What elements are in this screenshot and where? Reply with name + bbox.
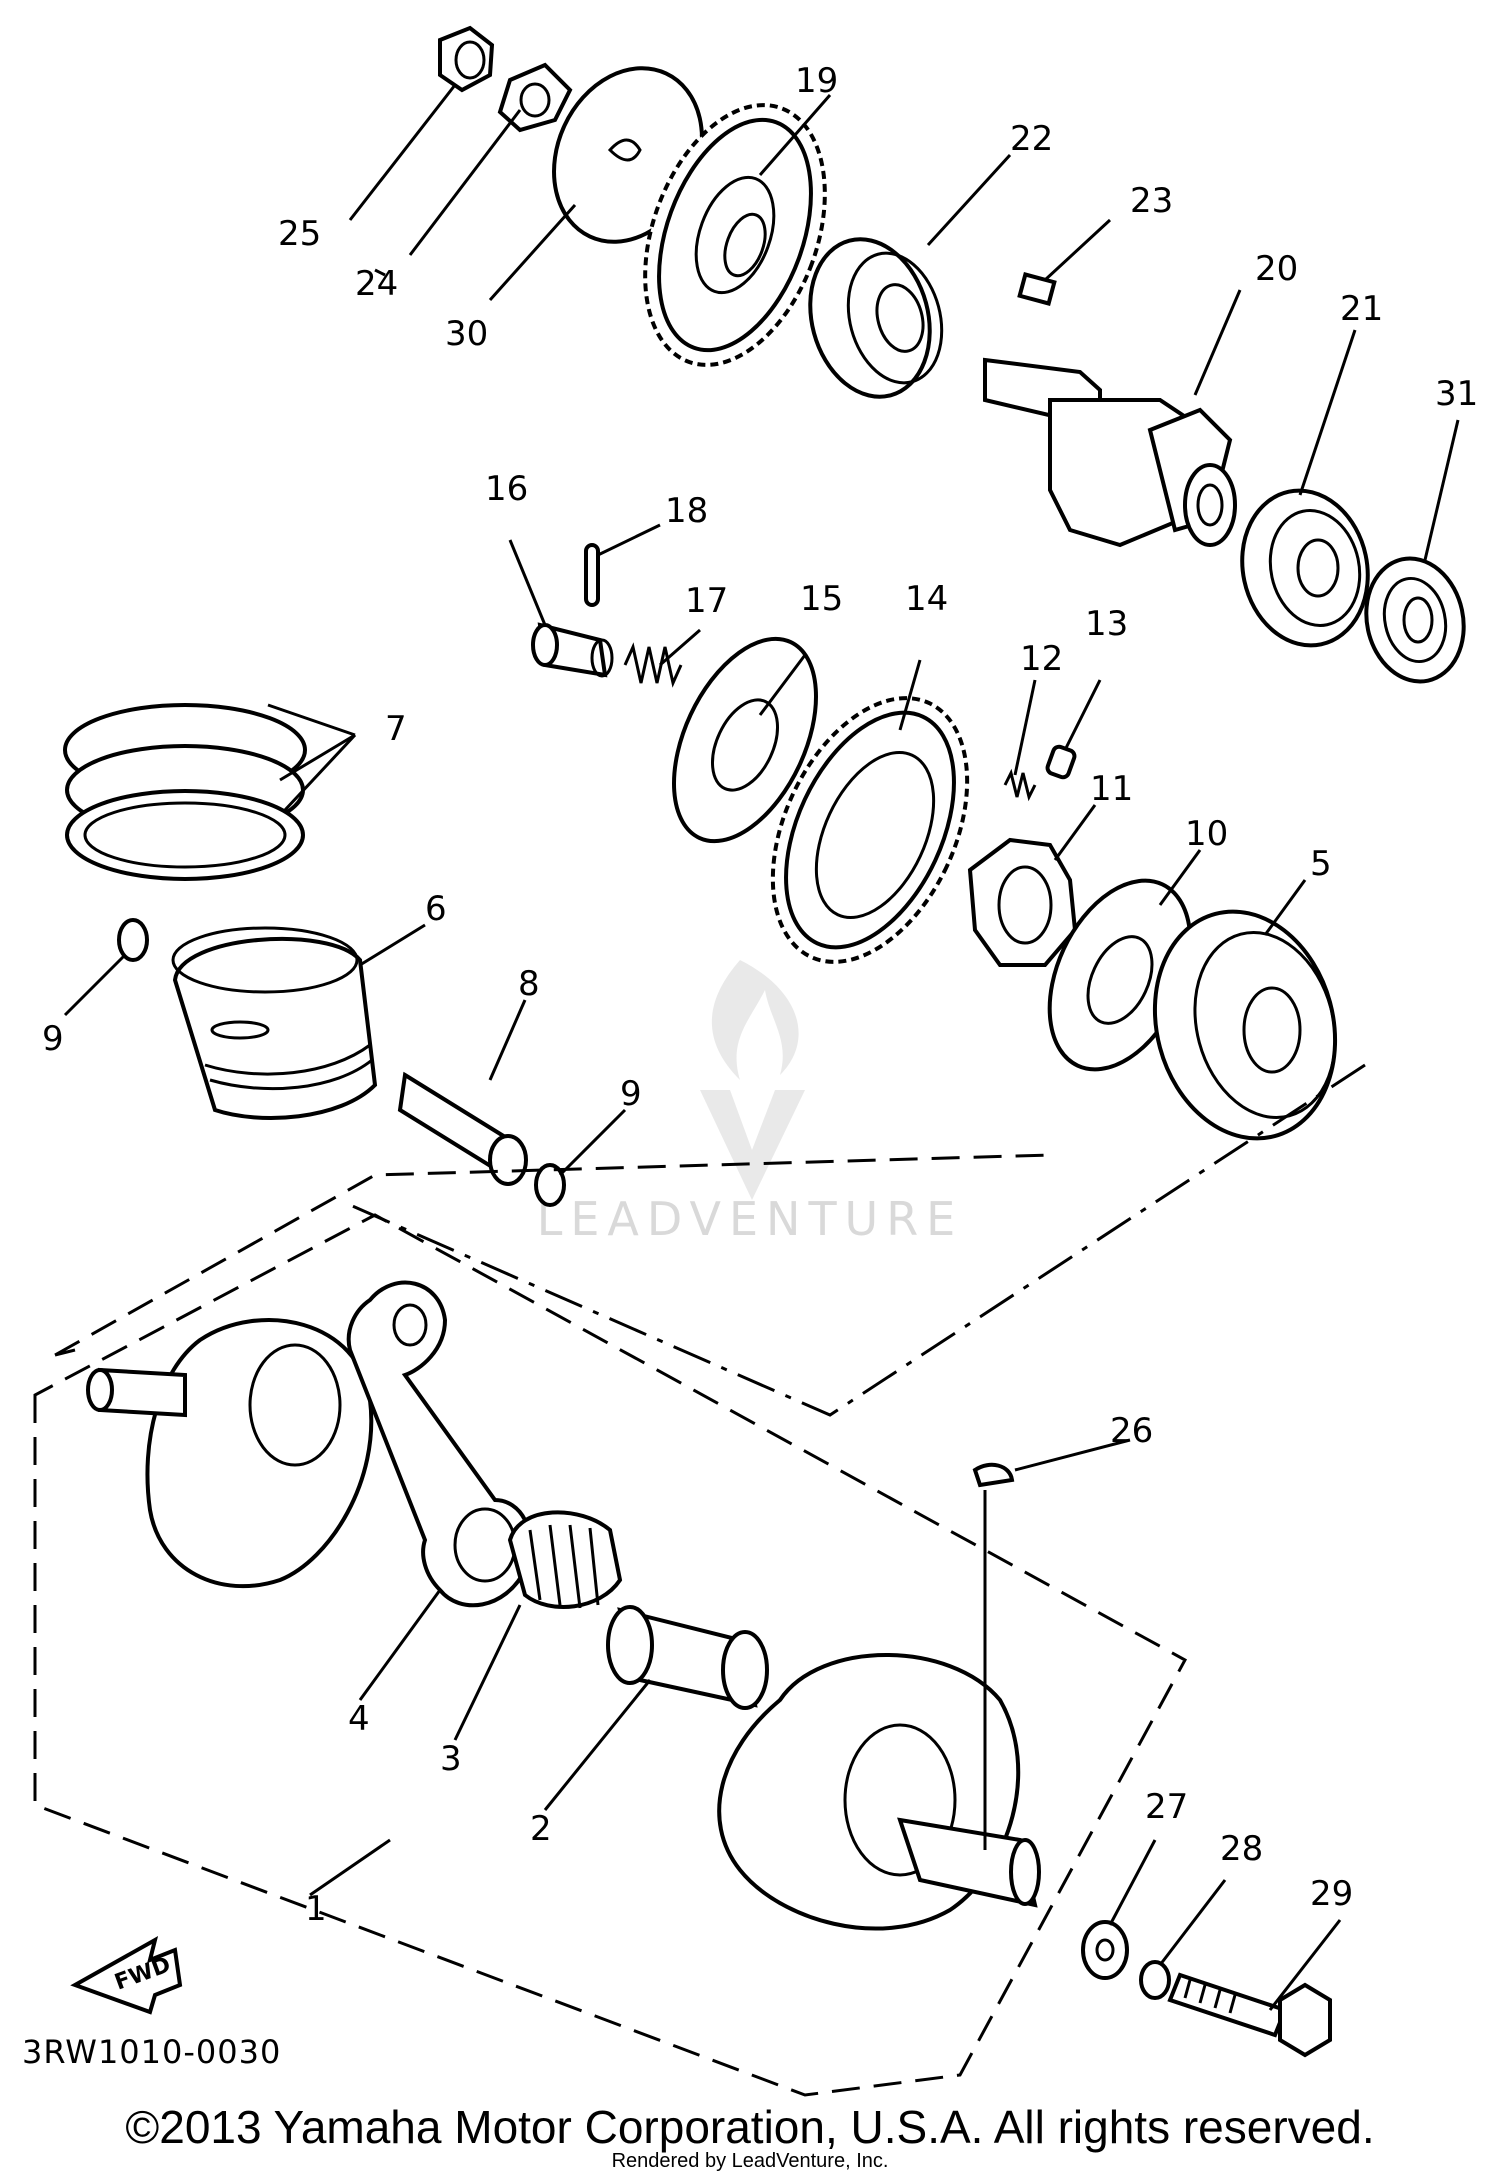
leader-lines [63, 84, 1460, 2011]
callout-9-right: 9 [620, 1074, 642, 1114]
part-21-bearing[interactable] [1228, 479, 1382, 657]
part-7-piston-ring-set[interactable] [63, 703, 307, 881]
callout-15: 15 [800, 579, 843, 619]
crank-right-web[interactable] [717, 1653, 1041, 1931]
callout-12: 12 [1020, 639, 1063, 679]
part-2-crank-pin[interactable] [606, 1605, 769, 1710]
part-26-woodruff-key[interactable] [972, 1462, 1015, 1488]
callout-11: 11 [1090, 769, 1133, 809]
part-22-bearing[interactable] [793, 226, 955, 411]
callout-17: 17 [685, 581, 728, 621]
callout-3: 3 [440, 1739, 462, 1779]
part-19-balancer-drive-gear[interactable] [612, 80, 858, 390]
callout-31: 31 [1435, 374, 1478, 414]
part-23-key[interactable] [1017, 272, 1057, 306]
callout-9-left: 9 [42, 1019, 64, 1059]
callout-1: 1 [305, 1889, 327, 1929]
callout-2: 2 [530, 1809, 552, 1849]
callout-26: 26 [1110, 1411, 1153, 1451]
callout-19: 19 [795, 61, 838, 101]
part-8-piston-pin[interactable] [397, 1071, 528, 1186]
callout-8: 8 [518, 964, 540, 1004]
part-27-washer[interactable] [1081, 1920, 1129, 1980]
leadventure-watermark: LEADVENTURE [537, 960, 964, 1246]
callout-numbers: 1 2 3 4 5 6 7 8 9 9 10 11 12 13 14 15 16… [42, 61, 1478, 1929]
part-29-bolt[interactable] [1167, 1972, 1332, 2058]
callout-24: 24 [355, 264, 398, 304]
callout-28: 28 [1220, 1829, 1263, 1869]
callout-27: 27 [1145, 1787, 1188, 1827]
callout-6: 6 [425, 889, 447, 929]
callout-7: 7 [385, 709, 407, 749]
callout-14: 14 [905, 579, 948, 619]
part-20-balancer-shaft[interactable] [983, 357, 1237, 548]
part-31-bearing[interactable] [1355, 549, 1475, 690]
callout-16: 16 [485, 469, 528, 509]
callout-22: 22 [1010, 119, 1053, 159]
callout-25: 25 [278, 214, 321, 254]
part-14-primary-drive-gear[interactable] [734, 667, 1006, 993]
part-17-spring[interactable] [623, 642, 683, 688]
part-4-connecting-rod[interactable] [346, 1280, 533, 1608]
part-3-needle-bearing[interactable] [507, 1510, 623, 1609]
part-12-spring[interactable] [1003, 768, 1037, 802]
callout-21: 21 [1340, 289, 1383, 329]
callout-5: 5 [1310, 844, 1332, 884]
crank-left-web[interactable] [86, 1318, 374, 1589]
callout-18: 18 [665, 491, 708, 531]
callout-4: 4 [348, 1699, 370, 1739]
copyright-notice: ©2013 Yamaha Motor Corporation, U.S.A. A… [125, 2101, 1375, 2153]
part-6-piston[interactable] [171, 926, 378, 1120]
part-9-piston-pin-clip[interactable] [117, 918, 149, 962]
bearing-center-line [349, 1063, 1366, 1417]
part-25-nut[interactable] [438, 25, 495, 93]
callout-13: 13 [1085, 604, 1128, 644]
fwd-arrow-icon: FWD [70, 1935, 183, 2015]
callout-29: 29 [1310, 1874, 1353, 1914]
rendered-by-notice: Rendered by LeadVenture, Inc. [611, 2150, 889, 2172]
callout-20: 20 [1255, 249, 1298, 289]
part-16-shaft[interactable] [531, 622, 614, 678]
part-9-piston-pin-clip-2[interactable] [534, 1163, 566, 1207]
callout-30: 30 [445, 314, 488, 354]
part-11-damper[interactable] [967, 837, 1078, 967]
watermark-text: LEADVENTURE [537, 1192, 964, 1246]
callout-23: 23 [1130, 181, 1173, 221]
part-13-pin[interactable] [1045, 744, 1077, 780]
diagram-code: 3RW1010-0030 [22, 2033, 282, 2071]
part-28-lock-washer[interactable] [1139, 1960, 1171, 2000]
callout-10: 10 [1185, 814, 1228, 854]
part-18-pin[interactable] [584, 543, 600, 607]
